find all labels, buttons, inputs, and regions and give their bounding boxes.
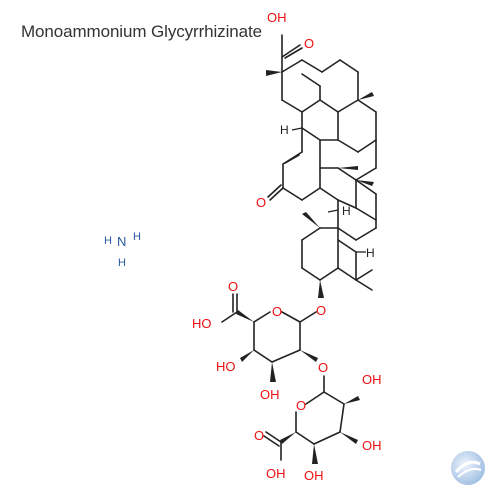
compound-title: Monoammonium Glycyrrhizinate (21, 22, 262, 41)
sugar2-c2-oh: OH (362, 372, 382, 387)
c9-h: H (342, 204, 351, 218)
sugar2-c3-oh-wedge (340, 432, 358, 444)
c4-oh-wedge (240, 350, 254, 362)
c20-methyl-wedge (266, 70, 282, 76)
cooh-1-ho: HO (192, 316, 212, 331)
sugar2-c4-oh: OH (304, 468, 324, 483)
ketone-o: O (256, 195, 266, 210)
c3-oh-wedge (270, 362, 276, 382)
glucuronide-2: O OH OH OH O OH (254, 372, 382, 483)
ring-d: H (280, 99, 377, 153)
c10-methyl-wedge (302, 212, 320, 228)
nh3-h-left: H (104, 235, 112, 247)
glucuronide-1: O O HO HO OH O (192, 279, 328, 402)
cooh-1-wedge (236, 310, 254, 322)
ammonia: H H N H (104, 231, 141, 269)
cooh-1-o: O (228, 279, 238, 294)
top-oh-label: OH (267, 10, 287, 25)
top-carboxyl-group: OH O (267, 10, 314, 59)
cooh-2-ho: OH (266, 466, 286, 481)
cooh-2-o: O (254, 428, 264, 443)
ring-o-2: O (296, 398, 306, 413)
sugar2-c4-oh-wedge (312, 444, 318, 464)
sugar2-c3-oh: OH (362, 438, 382, 453)
c8-methyl-wedge (356, 180, 374, 186)
c3-o-wedge (318, 280, 324, 298)
c18-h: H (280, 123, 289, 137)
ring-b: H (319, 139, 377, 241)
ring-a: H O (301, 212, 375, 318)
glycosidic-o-2: O (318, 360, 328, 375)
nh3-h-top: H (133, 231, 141, 243)
sugar2-c2-oh-wedge (344, 396, 360, 404)
top-carbonyl-o: O (304, 36, 314, 51)
ring-c: O (256, 127, 358, 210)
c2-o-wedge (300, 350, 318, 362)
ring-e (266, 56, 374, 113)
c4-ho: HO (216, 359, 236, 374)
c14-methyl-wedge (338, 166, 358, 170)
ring-o-1: O (272, 304, 282, 319)
nh3-n: N (117, 234, 126, 249)
nh3-h-bottom: H (118, 257, 126, 269)
cooh-2-wedge (280, 432, 296, 444)
c17-methyl-wedge (358, 92, 374, 100)
c5-h: H (366, 246, 375, 260)
glycosidic-o-1: O (316, 303, 326, 318)
c3-oh: OH (260, 387, 280, 402)
molecule-sphere-logo-icon (451, 451, 485, 485)
